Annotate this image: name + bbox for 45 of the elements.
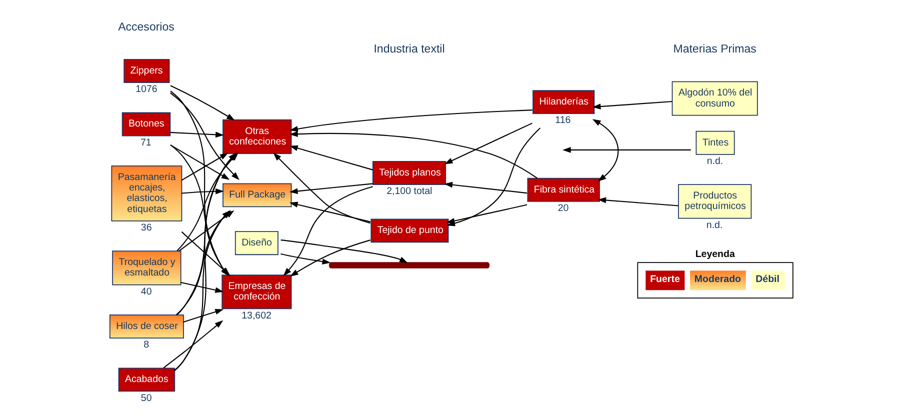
arrow xyxy=(170,85,235,121)
arrow xyxy=(163,320,224,368)
arrow xyxy=(592,119,619,182)
node-label: 8 xyxy=(144,340,150,351)
arrow xyxy=(283,186,373,276)
arrow xyxy=(280,253,331,264)
node-bar xyxy=(328,262,490,268)
node-label: 50 xyxy=(140,392,152,404)
label: Leyenda xyxy=(695,249,735,260)
arrow xyxy=(289,145,373,170)
label: Accesorios xyxy=(118,22,174,34)
arrow xyxy=(289,131,538,179)
arrow xyxy=(446,204,528,224)
legend-label: Moderado xyxy=(694,274,742,285)
node-label: 71 xyxy=(140,137,152,148)
node-label: 20 xyxy=(558,202,569,214)
label: Industria textil xyxy=(374,44,445,56)
legend-label: Fuerte xyxy=(650,274,680,285)
arrow xyxy=(181,188,224,194)
arrow xyxy=(289,183,373,194)
node-label: 2,100 total xyxy=(386,186,432,198)
legend-label: Débil xyxy=(756,274,780,285)
arrow xyxy=(444,122,532,164)
arrow xyxy=(183,309,224,323)
arrow xyxy=(290,240,370,277)
node-label: 36 xyxy=(140,222,152,234)
arrow xyxy=(290,110,532,132)
arrow xyxy=(562,147,691,153)
node-label: 1076 xyxy=(136,84,158,96)
node-label: 40 xyxy=(140,286,152,298)
arrow xyxy=(592,100,672,110)
node-label: 13,602 xyxy=(242,310,272,322)
label: Materias Primas xyxy=(673,44,756,56)
node-label: n.d. xyxy=(706,220,723,231)
node-label: 116 xyxy=(555,115,571,126)
arrow xyxy=(289,202,370,222)
arrow xyxy=(170,132,224,138)
arrow xyxy=(170,144,230,180)
arrow xyxy=(444,182,528,194)
arrow xyxy=(280,240,408,264)
arrow xyxy=(598,197,678,206)
arrow xyxy=(180,282,224,293)
arrow xyxy=(273,152,370,224)
node-label: n.d. xyxy=(706,156,724,167)
arrow xyxy=(181,152,228,181)
